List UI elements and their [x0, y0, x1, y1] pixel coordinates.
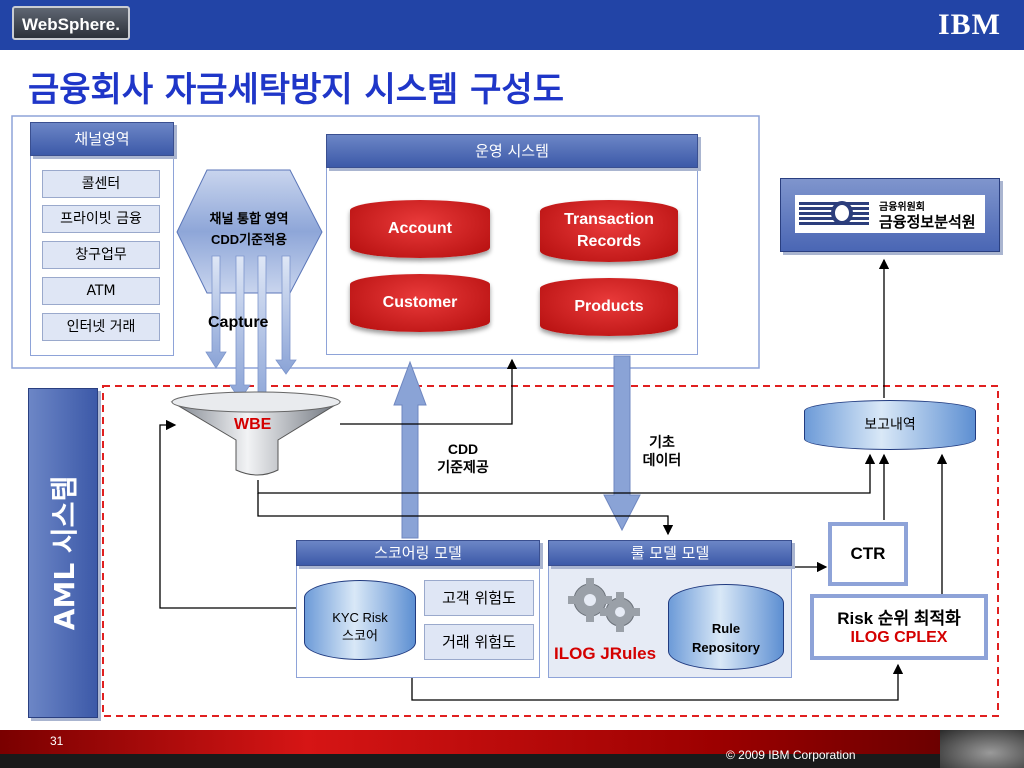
channel-item-call-center: 콜센터: [42, 170, 160, 198]
risk-optimization-box: Risk 순위 최적화 ILOG CPLEX: [810, 594, 988, 660]
report-db: 보고내역: [804, 400, 976, 450]
risk-line1: Risk 순위 최적화: [837, 609, 961, 628]
aml-label-text: AML 시스템: [48, 475, 81, 631]
channel-item-internet: 인터넷 거래: [42, 313, 160, 341]
gears-icon: [568, 578, 640, 632]
integration-line2: CDD기준적용: [210, 232, 287, 247]
fiu-line1: 금융위원회: [879, 202, 925, 213]
channel-header: 채널영역: [30, 122, 174, 156]
fiu-box: 금융위원회 금융정보분석원: [780, 178, 1000, 252]
fiu-logo-panel: 금융위원회 금융정보분석원: [795, 195, 985, 233]
channel-item-atm: ATM: [42, 277, 160, 305]
rule-header: 룰 모델 모델: [548, 540, 792, 566]
channel-item-private-banking: 프라이빗 금융: [42, 205, 160, 233]
aml-system-label: AML 시스템: [28, 388, 98, 718]
aml-dashed-frame: [102, 385, 999, 717]
ilog-jrules-label: ILOG JRules: [554, 644, 657, 663]
customer-db: Customer: [350, 274, 490, 332]
customer-risk-box: 고객 위험도: [424, 580, 534, 616]
trade-risk-box: 거래 위험도: [424, 624, 534, 660]
wbe-label: WBE: [234, 416, 272, 433]
ops-header: 운영 시스템: [326, 134, 698, 168]
account-db: Account: [350, 200, 490, 258]
cdd-up-arrow: [393, 360, 427, 539]
basic-data-down-arrow: [603, 355, 641, 532]
transaction-records-db: Transaction Records: [540, 200, 678, 262]
page-title: 금융회사 자금세탁방지 시스템 구성도: [28, 70, 564, 110]
top-bar: [0, 0, 1024, 50]
ctr-box: CTR: [828, 522, 908, 586]
footer-car-image: [940, 730, 1024, 768]
websphere-logo: WebSphere.: [12, 6, 130, 40]
copyright: © 2009 IBM Corporation: [726, 748, 856, 762]
integration-label: 채널 통합 영역 CDD기준적용: [184, 208, 314, 250]
footer-dark-strip: [0, 754, 940, 768]
capture-label: Capture: [208, 314, 269, 331]
channel-item-counter: 창구업무: [42, 241, 160, 269]
page-number: 31: [50, 734, 64, 748]
products-db: Products: [540, 278, 678, 336]
fiu-line2: 금융정보분석원: [879, 213, 976, 231]
ibm-logo: IBM: [938, 8, 1008, 41]
risk-line2: ILOG CPLEX: [850, 629, 948, 646]
top-frame: [11, 115, 760, 369]
scoring-header: 스코어링 모델: [296, 540, 540, 566]
integration-line1: 채널 통합 영역: [209, 211, 289, 226]
